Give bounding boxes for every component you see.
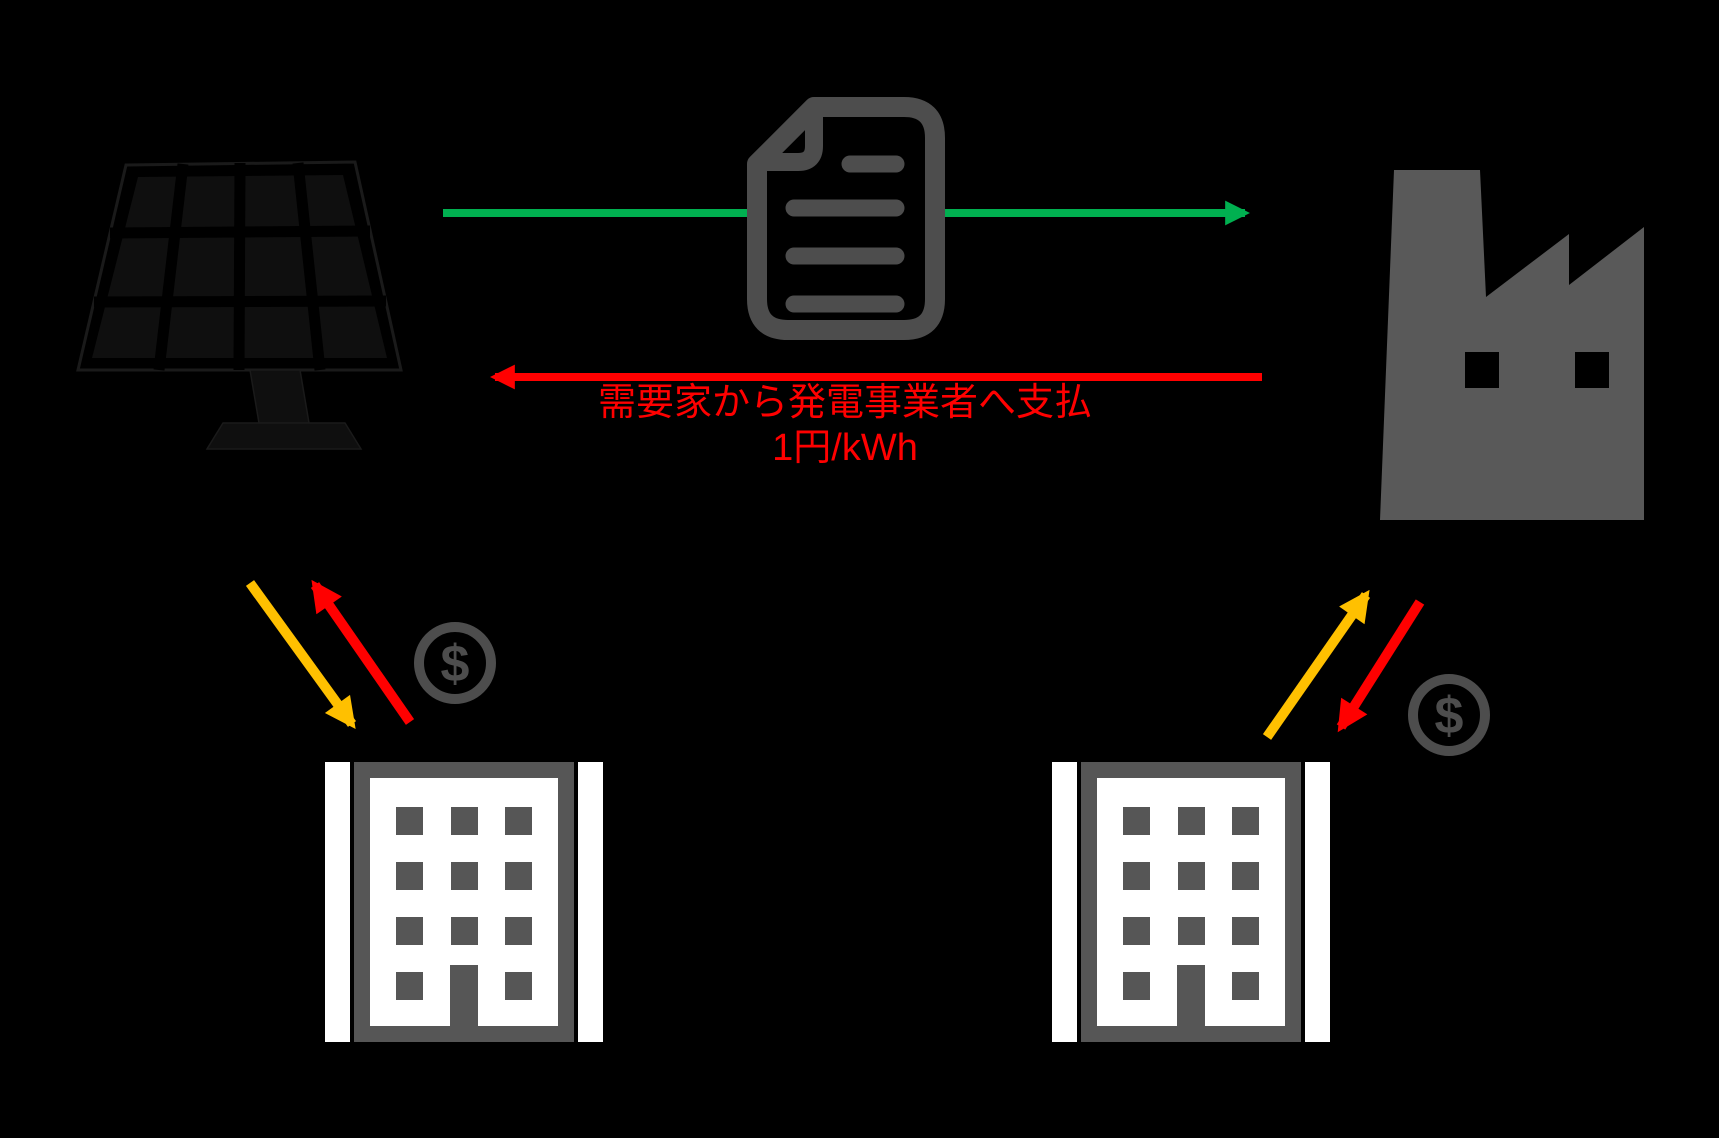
building-door — [1177, 965, 1205, 1026]
office-building-icon — [1052, 762, 1330, 1042]
dollar-coin-icon: $ — [1408, 674, 1490, 756]
dollar-coin-icon: $ — [414, 622, 496, 704]
office-building-icon — [325, 762, 603, 1042]
payment-note-line1: 需要家から発電事業者へ支払 — [597, 382, 1092, 424]
left-up-arrow — [310, 579, 415, 725]
document-icon — [747, 97, 945, 340]
factory-icon — [1380, 170, 1644, 520]
dollar-symbol: $ — [441, 635, 470, 693]
payment-note: 需要家から発電事業者へ支払 1円/kWh — [545, 381, 1145, 471]
right-up-arrow — [1262, 589, 1371, 740]
right-down-arrow — [1336, 599, 1425, 733]
left-down-arrow — [245, 580, 357, 730]
dollar-symbol: $ — [1435, 687, 1464, 745]
building-door — [450, 965, 478, 1026]
payment-note-line2: 1円/kWh — [772, 427, 918, 469]
solar-panel-icon — [76, 160, 403, 450]
